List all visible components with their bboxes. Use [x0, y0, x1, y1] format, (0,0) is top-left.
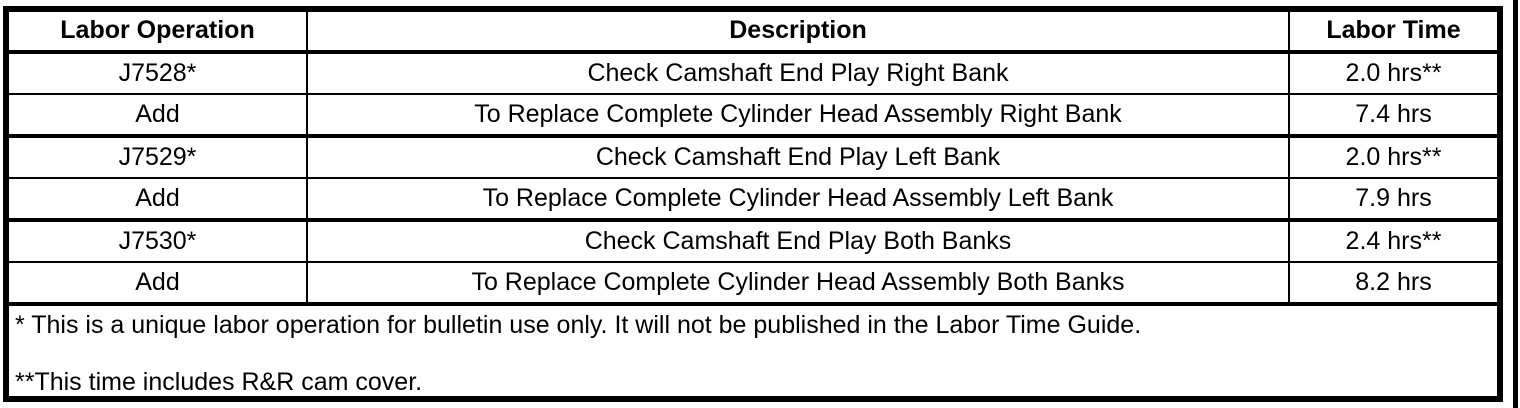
page-border-right [1513, 0, 1518, 408]
labor-operation-cell: Add [9, 179, 308, 218]
footnotes-section: * This is a unique labor operation for b… [9, 306, 1497, 397]
table-row: J7529* Check Camshaft End Play Left Bank… [9, 138, 1497, 179]
labor-time-cell: 2.0 hrs** [1345, 58, 1442, 87]
labor-operation-cell: J7530* [9, 222, 308, 261]
table-row: J7528* Check Camshaft End Play Right Ban… [9, 54, 1497, 95]
footnote-unique-labor-operation: * This is a unique labor operation for b… [15, 311, 1142, 339]
labor-time-cell: 7.9 hrs [1355, 183, 1432, 212]
labor-time-cell: 7.4 hrs [1355, 99, 1432, 128]
column-header-description: Description [308, 12, 1290, 50]
labor-time-cell: 2.4 hrs** [1345, 226, 1442, 255]
description-cell: Check Camshaft End Play Left Bank [308, 138, 1290, 177]
description-cell: Check Camshaft End Play Both Banks [308, 222, 1290, 261]
table-row: Add To Replace Complete Cylinder Head As… [9, 179, 1497, 222]
labor-time-cell: 8.2 hrs [1355, 267, 1432, 296]
description-cell: To Replace Complete Cylinder Head Assemb… [308, 95, 1290, 134]
table-header-row: Labor Operation Description Labor Time [9, 12, 1497, 54]
labor-operation-cell: J7528* [9, 54, 308, 93]
table-row: Add To Replace Complete Cylinder Head As… [9, 263, 1497, 306]
description-cell: To Replace Complete Cylinder Head Assemb… [308, 179, 1290, 218]
labor-operation-cell: J7529* [9, 138, 308, 177]
column-header-labor-time: Labor Time [1326, 16, 1461, 45]
table-row: Add To Replace Complete Cylinder Head As… [9, 95, 1497, 138]
labor-operation-cell: Add [9, 95, 308, 134]
labor-operation-cell: Add [9, 263, 308, 302]
table-row: J7530* Check Camshaft End Play Both Bank… [9, 222, 1497, 263]
labor-time-cell: 2.0 hrs** [1345, 142, 1442, 171]
footnote-time-includes-cam-cover: **This time includes R&R cam cover. [15, 367, 423, 396]
labor-time-table: Labor Operation Description Labor Time J… [3, 6, 1503, 402]
description-cell: To Replace Complete Cylinder Head Assemb… [308, 263, 1290, 302]
column-header-labor-operation: Labor Operation [9, 12, 308, 50]
description-cell: Check Camshaft End Play Right Bank [308, 54, 1290, 93]
